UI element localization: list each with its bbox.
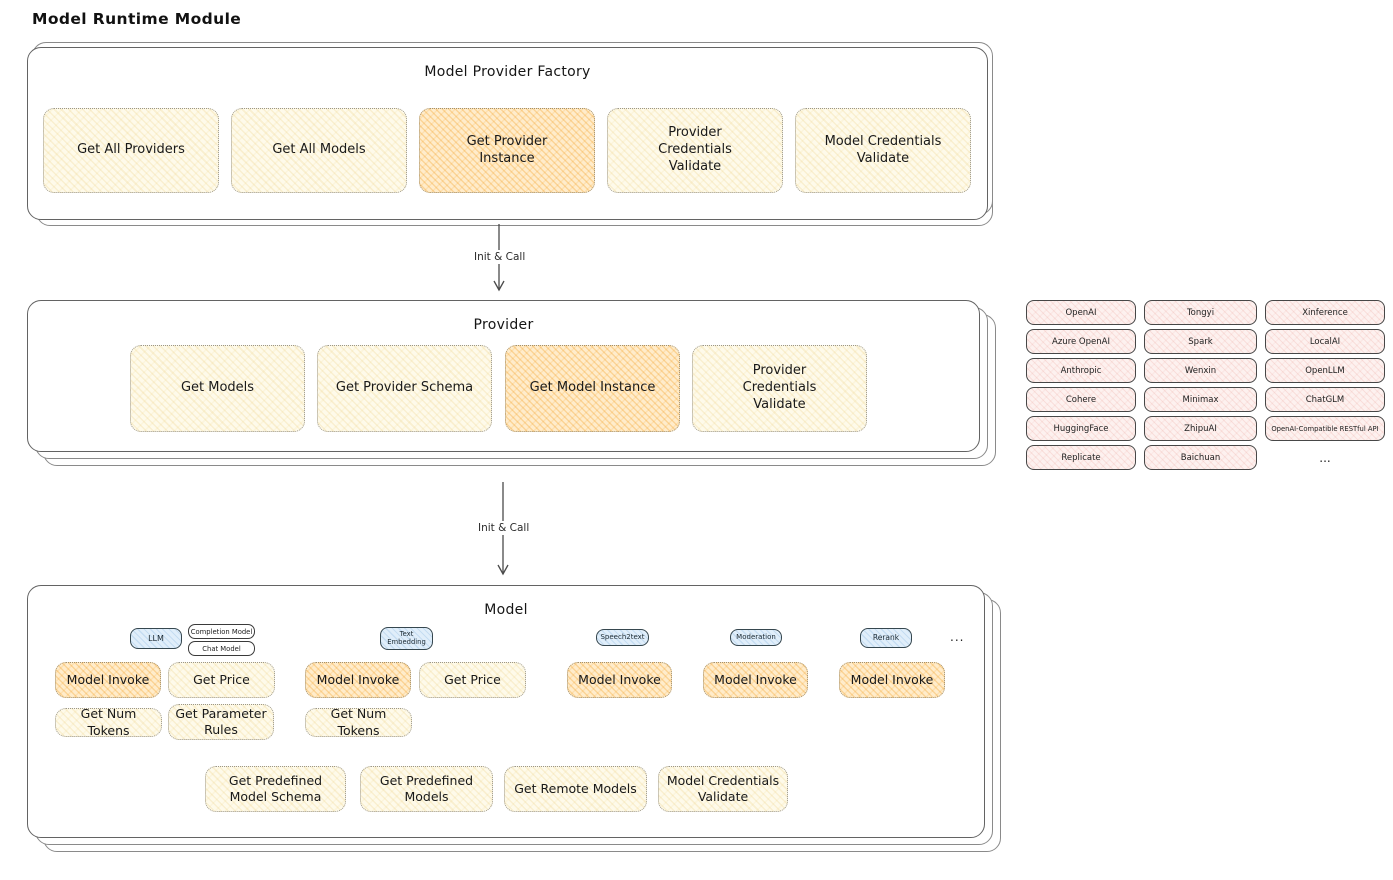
provider-chip-replicate: Replicate [1026, 445, 1136, 470]
provider-chip-azure-openai: Azure OpenAI [1026, 329, 1136, 354]
provider-chip-zhipuai: ZhipuAI [1144, 416, 1257, 441]
model-op-get-remote-models: Get Remote Models [504, 766, 647, 812]
provider-list-ellipsis: ... [1319, 450, 1331, 465]
speech2text-op-model-invoke: Model Invoke [567, 662, 672, 698]
embedding-op-model-invoke: Model Invoke [305, 662, 411, 698]
provider-chip-localai: LocalAI [1265, 329, 1385, 354]
provider-node-get-model-instance: Get Model Instance [505, 345, 680, 432]
provider-node-provider-credentials-validate: Provider Credentials Validate [692, 345, 867, 432]
factory-node-get-all-models: Get All Models [231, 108, 407, 193]
rerank-op-model-invoke: Model Invoke [839, 662, 945, 698]
model-op-get-predefined-models: Get Predefined Models [360, 766, 493, 812]
llm-op-get-num-tokens: Get Num Tokens [55, 706, 162, 738]
tag-completion-model: Completion Model [188, 624, 255, 639]
llm-op-get-price: Get Price [168, 662, 275, 698]
provider-chip-minimax: Minimax [1144, 387, 1257, 412]
arrow-label-init-call-2: Init & Call [474, 521, 534, 535]
model-op-model-credentials-validate: Model Credentials Validate [658, 766, 788, 812]
embedding-op-get-price: Get Price [419, 662, 526, 698]
moderation-op-model-invoke: Model Invoke [703, 662, 808, 698]
factory-node-provider-credentials-validate: Provider Credentials Validate [607, 108, 783, 193]
provider-chip-openai-compatible-restful-api: OpenAI-Compatible RESTful API [1265, 416, 1385, 441]
tag-text-embedding: Text Embedding [380, 627, 433, 650]
tag-rerank: Rerank [860, 628, 912, 648]
provider-chip-huggingface: HuggingFace [1026, 416, 1136, 441]
provider-chip-wenxin: Wenxin [1144, 358, 1257, 383]
embedding-op-get-num-tokens: Get Num Tokens [305, 706, 412, 738]
factory-node-get-all-providers: Get All Providers [43, 108, 219, 193]
provider-chip-tongyi: Tongyi [1144, 300, 1257, 325]
factory-node-get-provider-instance: Get Provider Instance [419, 108, 595, 193]
model-op-get-predefined-model-schema: Get Predefined Model Schema [205, 766, 346, 812]
factory-node-model-credentials-validate: Model Credentials Validate [795, 108, 971, 193]
provider-chip-cohere: Cohere [1026, 387, 1136, 412]
model-tags-ellipsis: ... [950, 630, 965, 644]
factory-title: Model Provider Factory [424, 64, 591, 80]
provider-chip-openai: OpenAI [1026, 300, 1136, 325]
provider-chip-openllm: OpenLLM [1265, 358, 1385, 383]
provider-chip-baichuan: Baichuan [1144, 445, 1257, 470]
tag-speech2text: Speech2text [596, 629, 649, 646]
arrow-label-init-call-1: Init & Call [470, 250, 530, 264]
provider-chip-chatglm: ChatGLM [1265, 387, 1385, 412]
llm-op-get-parameter-rules: Get Parameter Rules [168, 704, 274, 740]
tag-moderation: Moderation [730, 629, 782, 646]
provider-list-grid: OpenAI Tongyi Xinference Azure OpenAI Sp… [1026, 300, 1385, 470]
provider-chip-spark: Spark [1144, 329, 1257, 354]
model-title: Model [484, 602, 528, 618]
provider-node-get-models: Get Models [130, 345, 305, 432]
provider-chip-anthropic: Anthropic [1026, 358, 1136, 383]
llm-op-model-invoke: Model Invoke [55, 662, 161, 698]
provider-node-get-provider-schema: Get Provider Schema [317, 345, 492, 432]
provider-title: Provider [473, 317, 534, 333]
tag-llm: LLM [130, 628, 182, 649]
page-title: Model Runtime Module [32, 10, 242, 28]
tag-chat-model: Chat Model [188, 641, 255, 656]
provider-chip-xinference: Xinference [1265, 300, 1385, 325]
